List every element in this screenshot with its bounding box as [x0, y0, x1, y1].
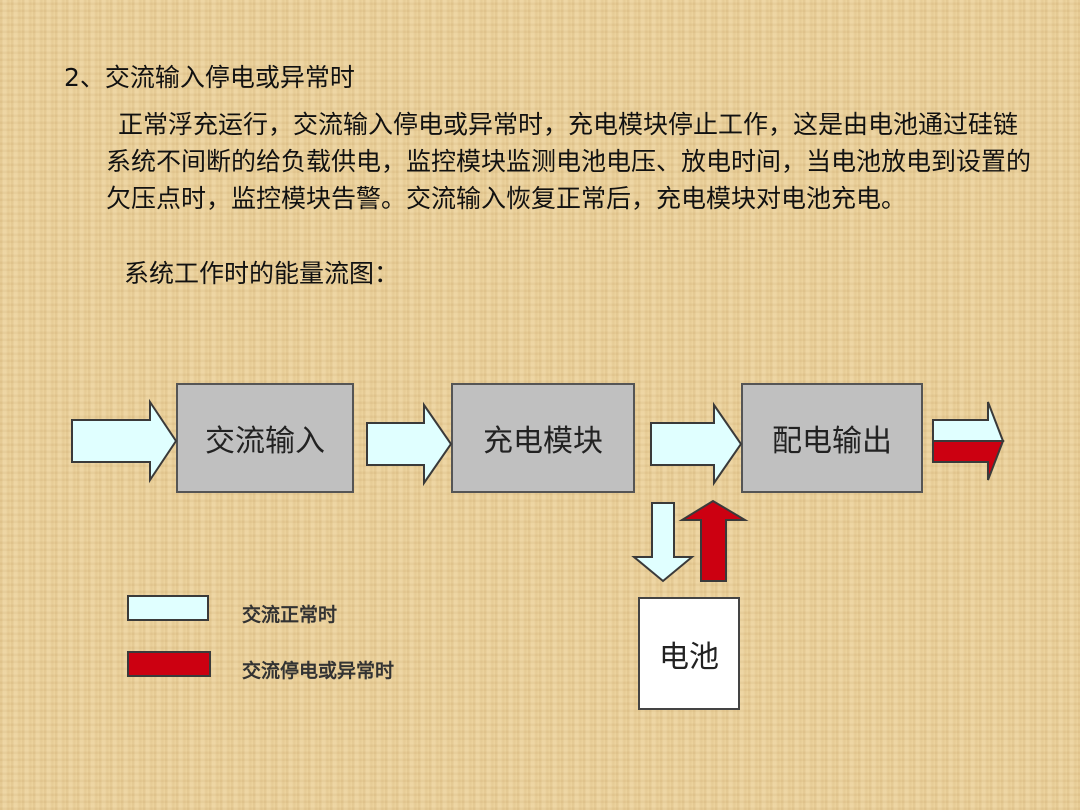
battery-box: 电池 [638, 597, 740, 710]
description-paragraph: 正常浮充运行，交流输入停电或异常时，充电模块停止工作，这是由电池通过硅链系统不间… [106, 110, 1032, 213]
normal-flow-arrow-charger-to-battery [631, 502, 695, 583]
diagram-caption: 系统工作时的能量流图： [124, 259, 400, 288]
normal-flow-arrow-charger-to-distribution [650, 401, 743, 487]
legend-swatch-abnormal [127, 651, 211, 677]
legend-label-abnormal: 交流停电或异常时 [242, 660, 395, 682]
legend-label-normal: 交流正常时 [242, 604, 338, 626]
distribution-output-box: 配电输出 [741, 383, 923, 493]
normal-flow-arrow-into-ac-input [71, 398, 178, 484]
normal-flow-arrow-ac-to-charger [366, 401, 453, 487]
charger-module-box: 充电模块 [451, 383, 635, 493]
abnormal-flow-arrow-battery-to-distribution [678, 499, 749, 582]
ac-input-box: 交流输入 [176, 383, 354, 493]
output-arrow [932, 401, 1005, 481]
section-heading: 2、交流输入停电或异常时 [64, 63, 355, 92]
legend-swatch-normal [127, 595, 209, 621]
